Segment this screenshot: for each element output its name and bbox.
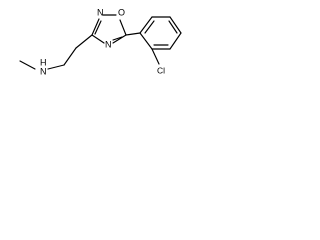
chemical-structure-diagram: N O N H N Cl [0, 0, 205, 106]
bond-ring-double-1 [144, 20, 155, 34]
bond-ring-double-2 [168, 20, 178, 34]
bond-c5-n4 [112, 34, 127, 44]
bond-c3-n2 [91, 18, 100, 36]
bond-ch2-n-amine [47, 64, 65, 70]
bond-n-methyl [19, 60, 36, 70]
bond-ch2-ch2 [63, 47, 77, 66]
bond-ring-3 [169, 16, 182, 34]
bond-ring-6 [139, 32, 153, 50]
ring-nitrogen-bottom-label: N [105, 39, 112, 49]
bond-o1-c5 [119, 19, 127, 36]
chloro-label: Cl [157, 65, 165, 75]
bond-n4-c3 [91, 34, 105, 44]
bond-ring-4 [169, 32, 182, 50]
amine-h-label: H [40, 57, 47, 67]
bond-ring-1 [139, 16, 153, 34]
molecule-drawing: N O N H N Cl [19, 7, 182, 76]
ring-nitrogen-top-label: N [97, 7, 104, 17]
bond-c5-n4-double [112, 36, 123, 41]
bond-aryl-cl [151, 48, 160, 65]
ring-oxygen-label: O [118, 7, 125, 17]
bond-c3-n2-double [94, 20, 102, 35]
bond-c3-ch2 [75, 34, 93, 49]
bond-c5-aryl [125, 32, 141, 36]
amine-n-label: N [40, 66, 47, 76]
